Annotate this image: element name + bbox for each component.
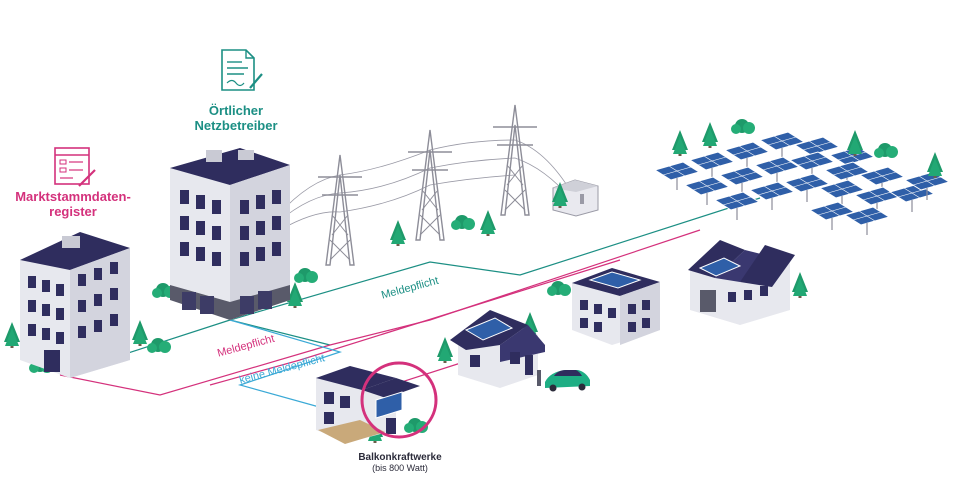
blue-line (229, 319, 343, 411)
balcony-plant-house (316, 361, 438, 444)
register-label-line1: Marktstammdaten- (15, 189, 131, 204)
form-pen-icon (54, 147, 96, 187)
grid-operator-building (170, 148, 290, 320)
grid-operator-label: Örtlicher Netzbetreiber (182, 103, 290, 133)
register-building (20, 232, 130, 378)
register-label: Marktstammdaten- register (10, 189, 136, 219)
office-building (572, 268, 660, 345)
balcony-plant-label-line2: (bis 800 Watt) (372, 463, 428, 474)
power-lines (277, 104, 573, 266)
grid-operator-label-line2: Netzbetreiber (194, 117, 278, 133)
house-with-panels (450, 310, 545, 388)
pink-line (59, 229, 701, 396)
factory-building (688, 240, 795, 325)
document-signature-icon (221, 49, 263, 91)
teal-line (59, 197, 761, 376)
register-label-line2: register (49, 203, 97, 219)
electric-car (537, 370, 590, 392)
balcony-plant-label-line1: Balkonkraftwerke (358, 452, 442, 463)
grid-operator-label-line1: Örtlicher (208, 103, 264, 118)
balcony-plant-label: Balkonkraftwerke (bis 800 Watt) (338, 452, 462, 473)
highlight-circle (360, 361, 438, 439)
